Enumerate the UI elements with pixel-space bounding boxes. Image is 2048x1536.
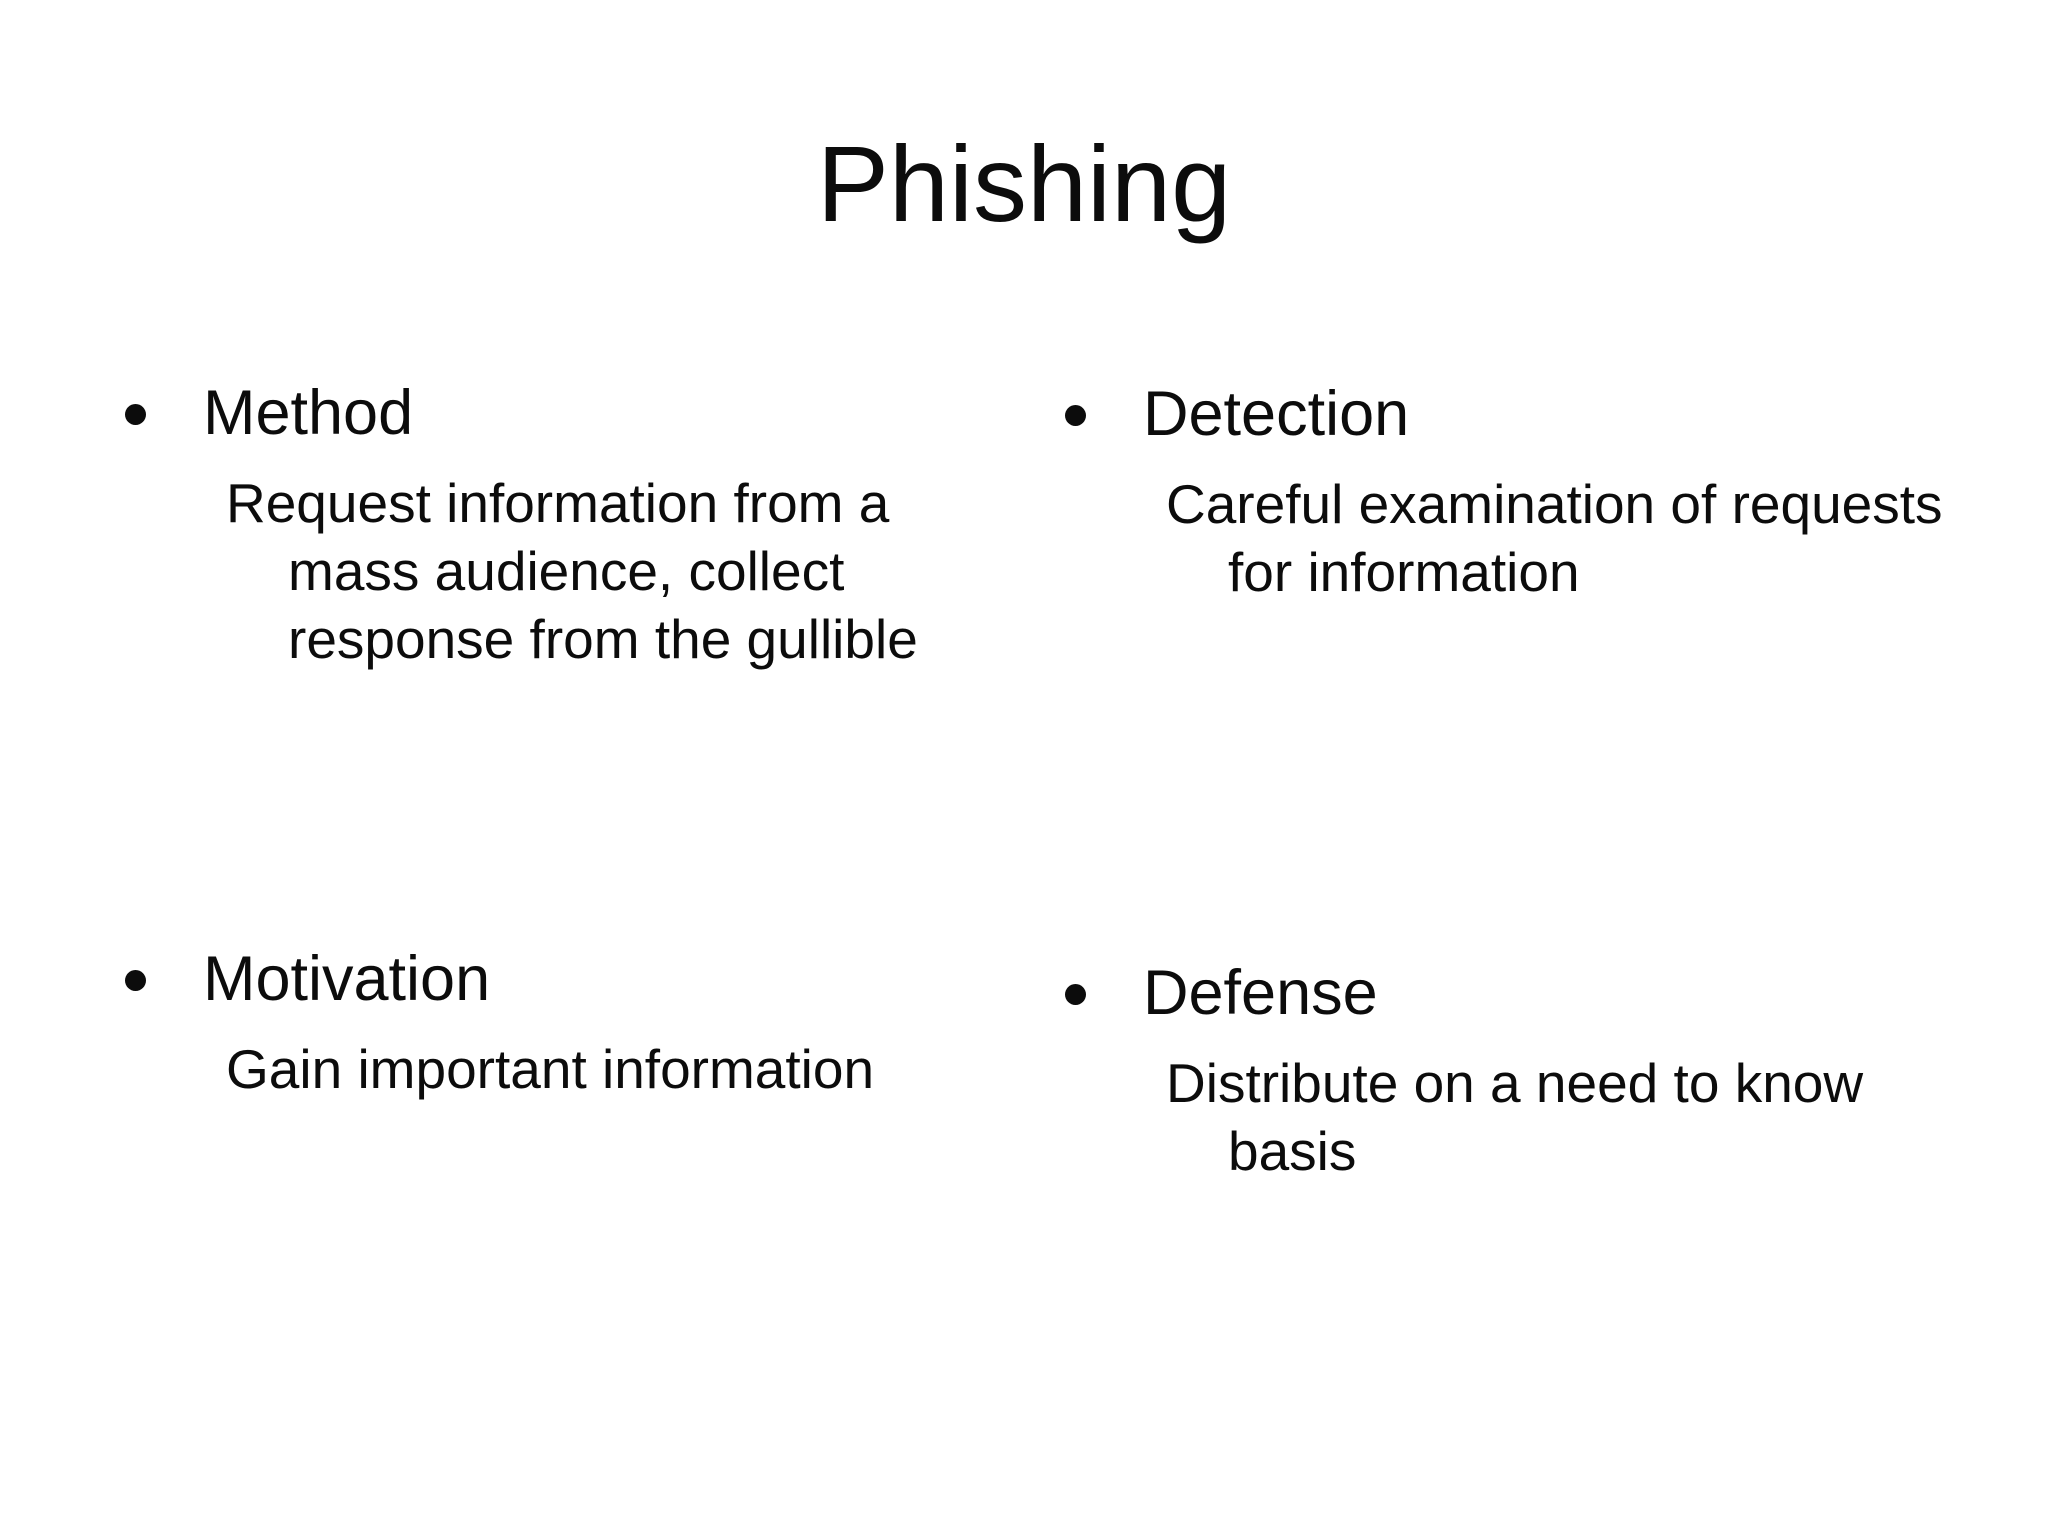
bullet-icon [1065, 405, 1086, 426]
section-defense: Defense Distribute on a need to know bas… [1065, 955, 1863, 1185]
bullet-icon [125, 970, 146, 991]
body-line: Distribute on a need to know [1166, 1052, 1864, 1114]
body-line: Gain important information [226, 1038, 875, 1100]
section-heading-detection: Detection [1143, 379, 1410, 449]
section-body-defense: Distribute on a need to know basis [1065, 1049, 1863, 1185]
section-body-method: Request information from a mass audience… [125, 469, 918, 673]
body-line: basis [1228, 1120, 1357, 1182]
body-line: response from the gullible [288, 608, 918, 670]
section-method: Method Request information from a mass a… [125, 375, 918, 673]
section-detection: Detection Careful examination of request… [1065, 376, 1943, 606]
body-line: mass audience, collect [288, 540, 845, 602]
section-heading-method: Method [203, 378, 414, 448]
body-line: for information [1228, 541, 1580, 603]
section-heading-defense: Defense [1143, 958, 1378, 1028]
bullet-icon [1065, 984, 1086, 1005]
section-body-motivation: Gain important information [125, 1035, 874, 1103]
body-line: Request information from a [226, 472, 890, 534]
section-body-detection: Careful examination of requests for info… [1065, 470, 1943, 606]
body-line: Careful examination of requests [1166, 473, 1943, 535]
slide-title: Phishing [816, 123, 1232, 244]
section-heading-motivation: Motivation [203, 944, 491, 1014]
section-motivation: Motivation Gain important information [125, 941, 874, 1103]
bullet-icon [125, 404, 146, 425]
